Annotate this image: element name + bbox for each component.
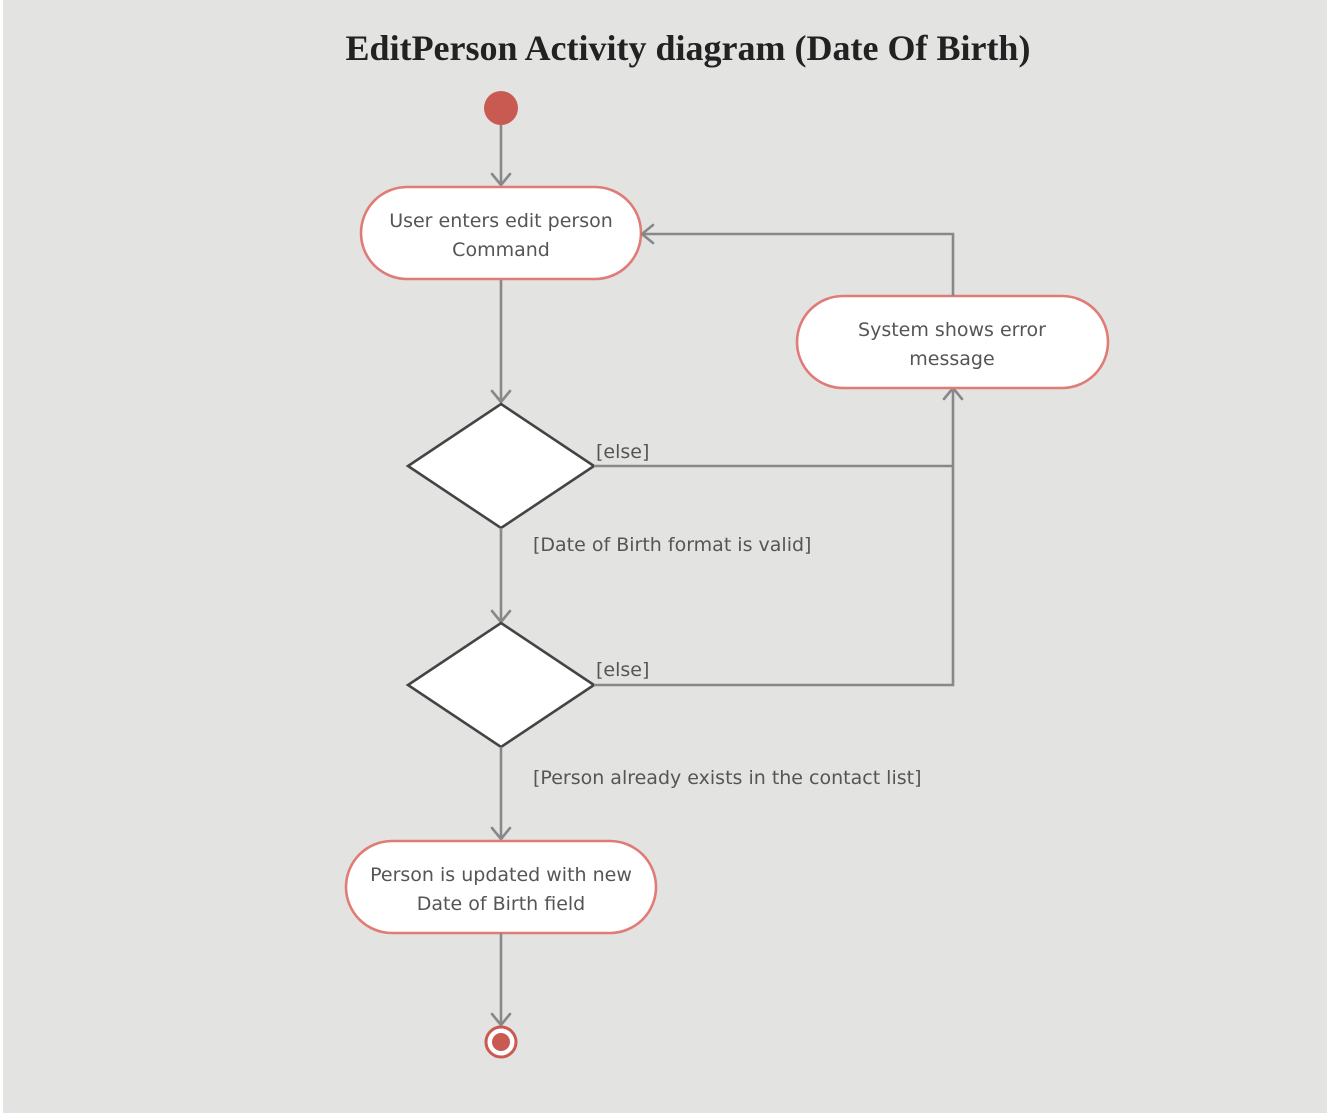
action-updated-line2: Date of Birth field	[417, 893, 585, 915]
action-user-enters-line1: User enters edit person	[389, 210, 613, 232]
guard-date-valid: [Date of Birth format is valid]	[533, 534, 811, 556]
edge-updated-to-end	[490, 933, 512, 1027]
guard-person-exists: [Person already exists in the contact li…	[533, 767, 922, 789]
edge-error-to-user-enters	[640, 223, 955, 296]
action-user-enters-line2: Command	[452, 239, 550, 261]
action-error-line1: System shows error	[858, 319, 1046, 341]
action-error-line2: message	[909, 348, 994, 370]
guard-else-2: [else]	[596, 659, 649, 681]
edge-start-to-user-enters	[490, 125, 512, 187]
action-updated-line1: Person is updated with new	[370, 864, 632, 886]
edge-decision-2-to-updated	[490, 747, 512, 841]
guard-else-1: [else]	[596, 441, 649, 463]
edge-user-enters-to-decision-1	[490, 280, 512, 404]
end-node	[484, 1025, 518, 1059]
action-person-updated: Person is updated with new Date of Birth…	[344, 839, 658, 935]
diagram-title: EditPerson Activity diagram (Date Of Bir…	[346, 28, 1031, 68]
action-system-shows-error: System shows error message	[795, 294, 1110, 390]
diagram-background	[3, 0, 1327, 1113]
action-user-enters-command: User enters edit person Command	[359, 185, 643, 281]
start-node	[484, 91, 518, 125]
